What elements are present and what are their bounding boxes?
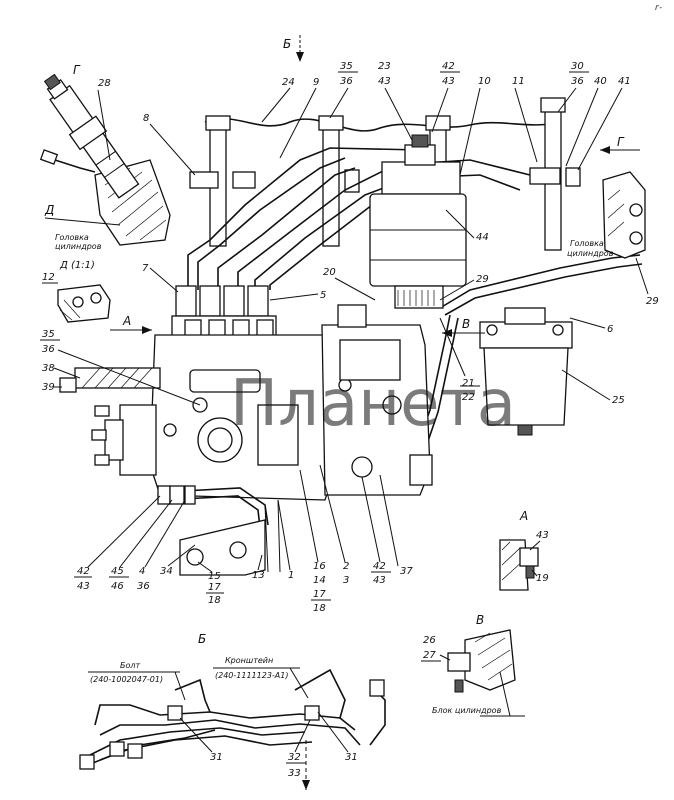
svg-text:37: 37 — [400, 566, 413, 577]
svg-text:7: 7 — [142, 263, 149, 274]
svg-text:3: 3 — [343, 575, 349, 586]
svg-text:4: 4 — [139, 566, 145, 577]
svg-text:39: 39 — [42, 382, 55, 393]
view-label-b-bottom: Б — [198, 632, 206, 646]
svg-text:17: 17 — [313, 589, 326, 600]
callout-12: 12 — [42, 272, 55, 283]
svg-text:36: 36 — [571, 76, 584, 87]
caption-cylinder-head-2a: Головка — [570, 239, 604, 248]
svg-text:40: 40 — [594, 76, 607, 87]
svg-text:26: 26 — [423, 635, 436, 646]
svg-text:36: 36 — [137, 581, 150, 592]
svg-text:41: 41 — [618, 76, 631, 87]
svg-text:34: 34 — [160, 566, 173, 577]
top-fuel-lines — [187, 97, 643, 483]
caption-cylinder-head-1a: Головка — [55, 233, 89, 242]
view-label-d11: Д (1:1) — [59, 260, 95, 271]
callouts-top: 24 9 35 36 23 43 42 43 10 11 30 36 40 41… — [142, 61, 659, 406]
svg-text:25: 25 — [612, 395, 625, 406]
view-label-d: Д — [44, 203, 54, 217]
svg-text:35: 35 — [340, 61, 353, 72]
caption-cylinder-block: Блок цилиндров — [432, 706, 502, 715]
svg-text:43: 43 — [536, 530, 549, 541]
svg-text:35: 35 — [42, 329, 55, 340]
svg-text:29: 29 — [646, 296, 659, 307]
svg-text:23: 23 — [378, 61, 391, 72]
svg-text:21: 21 — [462, 378, 475, 389]
svg-text:22: 22 — [462, 392, 475, 403]
svg-text:46: 46 — [111, 581, 124, 592]
svg-text:15: 15 — [208, 571, 221, 582]
svg-text:36: 36 — [340, 76, 353, 87]
svg-text:42: 42 — [373, 561, 386, 572]
view-label-a-detail: А — [519, 509, 528, 523]
right-cylinder-head: Головка цилиндров — [567, 171, 646, 259]
svg-text:2: 2 — [343, 561, 349, 572]
svg-text:6: 6 — [607, 324, 613, 335]
svg-text:42: 42 — [442, 61, 455, 72]
svg-text:13: 13 — [252, 570, 265, 581]
svg-text:43: 43 — [378, 76, 391, 87]
svg-text:10: 10 — [478, 76, 491, 87]
corner-mark: г- — [655, 3, 662, 12]
svg-text:14: 14 — [313, 575, 326, 586]
caption-bracket-code: (240-1111123-А1) — [215, 671, 288, 680]
view-a-detail: А 43 19 — [499, 509, 549, 591]
svg-text:33: 33 — [288, 768, 301, 779]
svg-text:11: 11 — [512, 76, 525, 87]
svg-text:30: 30 — [571, 61, 584, 72]
svg-text:19: 19 — [536, 573, 549, 584]
injection-pump — [59, 285, 433, 576]
view-b-pipe-assembly: Б Болт (240-1002047-01) Кронштейн (240-1… — [79, 632, 386, 790]
view-label-b-top: Б — [283, 37, 291, 51]
caption-bolt-title: Болт — [120, 661, 140, 670]
view-d-detail: Д (1:1) 12 — [42, 260, 111, 323]
watermark: Планета — [230, 367, 516, 441]
svg-text:36: 36 — [42, 344, 55, 355]
svg-text:18: 18 — [208, 595, 221, 606]
view-label-a-arrow: А — [122, 314, 131, 328]
svg-text:43: 43 — [442, 76, 455, 87]
svg-text:16: 16 — [313, 561, 326, 572]
caption-cylinder-head-2b: цилиндров — [567, 249, 614, 258]
fuel-filter-44 — [369, 134, 467, 309]
view-label-v-detail: В — [476, 613, 484, 627]
svg-text:20: 20 — [323, 267, 336, 278]
svg-text:45: 45 — [111, 566, 124, 577]
svg-text:18: 18 — [313, 603, 326, 614]
view-v-detail: В 26 27 Блок цилиндров — [421, 613, 525, 717]
fuel-filter-25 — [479, 307, 573, 436]
svg-text:17: 17 — [208, 582, 221, 593]
svg-text:5: 5 — [320, 290, 326, 301]
svg-text:38: 38 — [42, 363, 55, 374]
svg-text:9: 9 — [313, 77, 319, 88]
caption-bracket-title: Кронштейн — [225, 656, 273, 665]
svg-text:43: 43 — [77, 581, 90, 592]
svg-text:32: 32 — [288, 752, 301, 763]
view-label-g-left: Г — [73, 63, 81, 77]
caption-cylinder-head-1b: цилиндров — [55, 242, 102, 251]
view-label-v-arrow: В — [462, 317, 470, 331]
svg-text:27: 27 — [423, 650, 436, 661]
svg-text:43: 43 — [373, 575, 386, 586]
svg-text:29: 29 — [476, 274, 489, 285]
svg-text:31: 31 — [210, 752, 223, 763]
svg-text:31: 31 — [345, 752, 358, 763]
callouts-bottom: 35 36 38 39 42 43 45 46 4 36 34 15 17 18… — [40, 329, 413, 614]
svg-text:8: 8 — [143, 113, 149, 124]
svg-text:44: 44 — [476, 232, 489, 243]
caption-bolt-code: (240-1002047-01) — [90, 675, 163, 684]
view-label-g-right: Г — [617, 135, 625, 149]
callout-28: 28 — [98, 78, 111, 89]
svg-text:42: 42 — [77, 566, 90, 577]
svg-text:24: 24 — [282, 77, 295, 88]
svg-text:1: 1 — [288, 570, 294, 581]
view-g-injector-detail: Г 28 Д Головка цилиндров — [39, 63, 171, 251]
